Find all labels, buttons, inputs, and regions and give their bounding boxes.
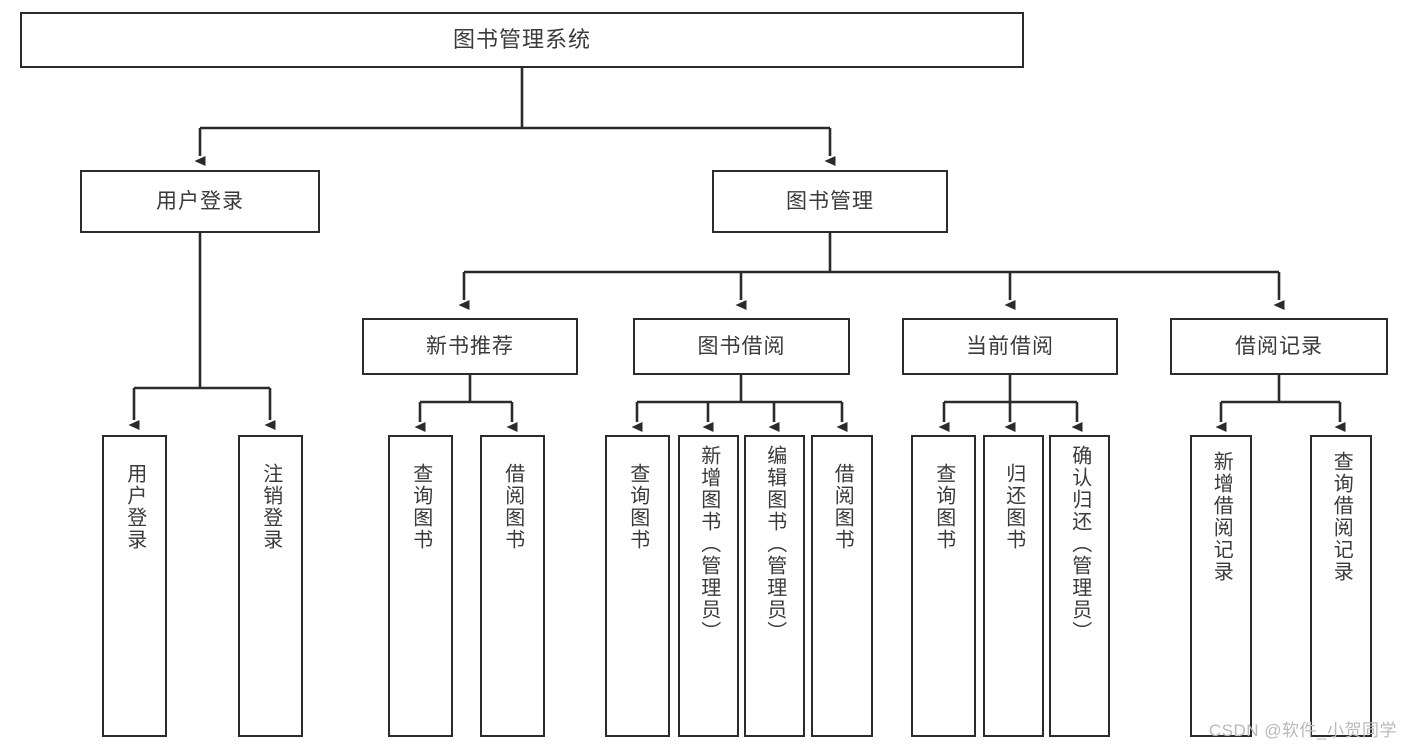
leaf-query-borrow-record[interactable]: 查询借阅记录 xyxy=(1310,435,1372,737)
node-label: 借阅图书 xyxy=(501,463,524,551)
node-label: 确认归还（管理员） xyxy=(1068,445,1091,643)
leaf-return-book[interactable]: 归还图书 xyxy=(983,435,1044,737)
node-label: 查询图书 xyxy=(409,463,432,551)
node-label: 用户登录 xyxy=(123,463,146,551)
node-borrow-record[interactable]: 借阅记录 xyxy=(1170,318,1388,375)
node-label: 用户登录 xyxy=(156,189,244,213)
node-label: 注销登录 xyxy=(259,463,282,551)
leaf-add-book-admin[interactable]: 新增图书（管理员） xyxy=(678,435,739,737)
node-label: 查询借阅记录 xyxy=(1330,451,1353,583)
node-label: 借阅记录 xyxy=(1235,334,1323,358)
node-label: 当前借阅 xyxy=(966,334,1054,358)
node-current-borrow[interactable]: 当前借阅 xyxy=(902,318,1118,375)
leaf-add-borrow-record[interactable]: 新增借阅记录 xyxy=(1190,435,1252,737)
node-new-book-recommend[interactable]: 新书推荐 xyxy=(362,318,578,375)
leaf-logout[interactable]: 注销登录 xyxy=(238,435,303,737)
leaf-user-login[interactable]: 用户登录 xyxy=(102,435,167,737)
leaf-query-book-borrow[interactable]: 查询图书 xyxy=(605,435,670,737)
leaf-query-book-current[interactable]: 查询图书 xyxy=(911,435,976,737)
leaf-confirm-return-admin[interactable]: 确认归还（管理员） xyxy=(1049,435,1110,737)
node-book-borrow[interactable]: 图书借阅 xyxy=(633,318,850,375)
leaf-edit-book-admin[interactable]: 编辑图书（管理员） xyxy=(744,435,805,737)
node-user-login[interactable]: 用户登录 xyxy=(80,170,320,233)
node-label: 归还图书 xyxy=(1002,463,1025,551)
node-label: 查询图书 xyxy=(932,463,955,551)
watermark-text: CSDN @软件_小贺同学 xyxy=(1208,721,1397,740)
leaf-query-book-recommend[interactable]: 查询图书 xyxy=(388,435,453,737)
node-label: 借阅图书 xyxy=(831,463,854,551)
node-label: 编辑图书（管理员） xyxy=(763,445,786,643)
node-label: 新书推荐 xyxy=(426,334,514,358)
node-label: 新增借阅记录 xyxy=(1210,451,1233,583)
leaf-borrow-book[interactable]: 借阅图书 xyxy=(811,435,873,737)
node-book-management[interactable]: 图书管理 xyxy=(712,170,948,233)
node-root-book-management-system[interactable]: 图书管理系统 xyxy=(20,12,1024,68)
node-label: 图书借阅 xyxy=(697,334,786,358)
node-label: 新增图书（管理员） xyxy=(697,445,720,643)
node-label: 图书管理 xyxy=(786,189,874,213)
node-label: 图书管理系统 xyxy=(452,26,591,52)
node-label: 查询图书 xyxy=(626,463,649,551)
leaf-borrow-book-recommend[interactable]: 借阅图书 xyxy=(480,435,545,737)
